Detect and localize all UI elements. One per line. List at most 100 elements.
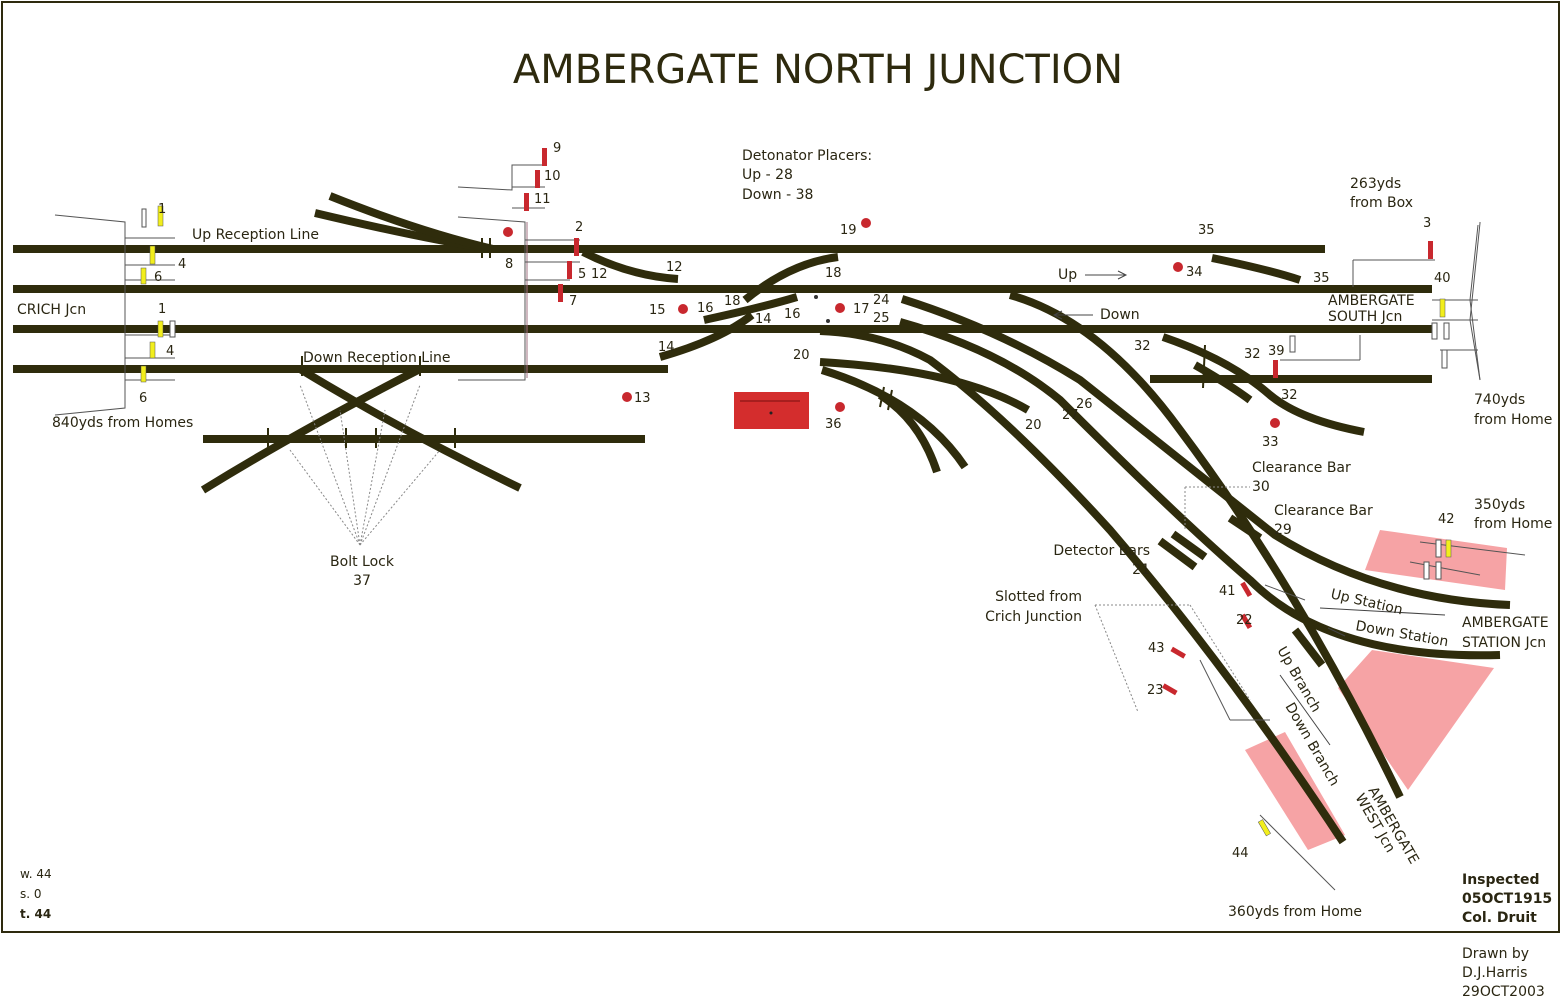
lever-number: 14 (658, 340, 675, 355)
lever-number: 6 (139, 391, 147, 406)
lever-number: 9 (553, 141, 561, 156)
lever-number: 16 (784, 307, 801, 322)
lever-number: 32 (1244, 347, 1261, 362)
lever-number: 44 (1232, 846, 1249, 861)
ambergate-station-label-1: AMBERGATE (1462, 615, 1549, 631)
lever-number: 1 (158, 302, 166, 317)
summary-s: s. 0 (20, 887, 42, 901)
distance-station-label-2: from Home (1474, 516, 1552, 532)
lever-number: 33 (1262, 435, 1279, 450)
lever-number: 35 (1313, 271, 1330, 286)
lever-number: 14 (755, 312, 772, 327)
lever-number: 8 (505, 257, 513, 272)
station-platform-upper (1365, 530, 1507, 590)
detonator-label-2: Up - 28 (742, 167, 793, 183)
lever-number: 20 (793, 348, 810, 363)
lever-number: 10 (544, 169, 561, 184)
clearance-bar-30-label-1: Clearance Bar (1252, 460, 1351, 476)
lever-number: 5 (578, 267, 586, 282)
detector-bars-label-1: Detector Bars (1053, 543, 1150, 559)
lever-number: 26 (1076, 397, 1093, 412)
lever-number: 20 (1025, 418, 1042, 433)
summary-w: w. 44 (20, 867, 52, 881)
station-platform-lower (1338, 650, 1494, 790)
lever-number: 27 (1062, 408, 1079, 423)
credit-line-3: 29OCT2003 (1462, 984, 1545, 998)
branch-platform (1245, 732, 1345, 850)
lever-number: 13 (634, 391, 651, 406)
lever-number: 1 (158, 202, 166, 217)
distance-box-label-2: from Box (1350, 195, 1413, 211)
bolt-lock-label-2: 37 (353, 573, 371, 589)
lever-numbers: 1 4 6 1 4 6 9 10 11 2 8 5 12 7 12 19 18 … (139, 141, 1455, 861)
signal-posts (54, 164, 1526, 891)
ambergate-south-label-2: SOUTH Jcn (1328, 309, 1402, 325)
lever-number: 18 (825, 266, 842, 281)
lever-number: 3 (1423, 216, 1431, 231)
distance-west-label: 360yds from Home (1228, 904, 1362, 920)
lever-number: 2 (575, 220, 583, 235)
lever-number: 18 (724, 294, 741, 309)
lever-number: 19 (840, 223, 857, 238)
clearance-bar-29-label-2: 29 (1274, 522, 1292, 538)
lever-number: 32 (1134, 339, 1151, 354)
crich-junction-label: CRICH Jcn (17, 302, 86, 318)
signal-box (734, 392, 809, 429)
detector-bars-label-2: 21 (1132, 562, 1150, 578)
detonator-label-1: Detonator Placers: (742, 148, 872, 164)
inspection-line-2: 05OCT1915 (1462, 891, 1552, 907)
slotted-label-1: Slotted from (995, 589, 1082, 605)
lever-number: 25 (873, 311, 890, 326)
platforms (1245, 530, 1507, 850)
lever-number: 36 (825, 417, 842, 432)
lever-number: 7 (569, 294, 577, 309)
lever-number: 17 (853, 302, 870, 317)
distance-right-label-1: 740yds (1474, 392, 1525, 408)
lever-number: 15 (649, 303, 666, 318)
lever-number: 12 (591, 267, 608, 282)
lever-number: 34 (1186, 265, 1203, 280)
direction-arrows (1052, 270, 1446, 746)
clearance-bar-30-label-2: 30 (1252, 479, 1270, 495)
up-station-label: Up Station (1329, 586, 1404, 618)
lever-number: 24 (873, 293, 890, 308)
up-reception-label: Up Reception Line (192, 227, 319, 243)
lever-number: 11 (534, 192, 551, 207)
inspection-line-3: Col. Druit (1462, 910, 1537, 926)
lever-number: 32 (1281, 388, 1298, 403)
lever-number: 4 (178, 257, 186, 272)
lever-number: 6 (154, 270, 162, 285)
lever-number: 16 (697, 301, 714, 316)
lever-number: 43 (1148, 641, 1165, 656)
lever-number: 41 (1219, 584, 1236, 599)
lever-number: 35 (1198, 223, 1215, 238)
ambergate-station-label-2: STATION Jcn (1462, 635, 1546, 651)
lever-number: 22 (1236, 613, 1253, 628)
detonator-label-3: Down - 38 (742, 187, 813, 203)
credit-line-2: D.J.Harris (1462, 965, 1527, 981)
lever-number: 40 (1434, 271, 1451, 286)
footer: w. 44 s. 0 t. 44 Inspected 05OCT1915 Col… (20, 867, 1552, 998)
inspection-line-1: Inspected (1462, 872, 1540, 888)
signal-arms (140, 148, 1452, 837)
slotted-label-2: Crich Junction (985, 609, 1082, 625)
down-reception-label: Down Reception Line (303, 350, 450, 366)
lever-number: 4 (166, 344, 174, 359)
lever-number: 42 (1438, 512, 1455, 527)
distance-station-label-1: 350yds (1474, 497, 1525, 513)
down-label: Down (1100, 307, 1140, 323)
diagram-border (1, 1, 1560, 933)
lever-number: 39 (1268, 344, 1285, 359)
page-title: AMBERGATE NORTH JUNCTION (513, 47, 1123, 93)
tracks (13, 192, 1511, 845)
credit-line-1: Drawn by (1462, 946, 1529, 962)
lever-number: 23 (1147, 683, 1164, 698)
distance-left-label: 840yds from Homes (52, 415, 193, 431)
distance-box-label-1: 263yds (1350, 176, 1401, 192)
clearance-bar-29-label-1: Clearance Bar (1274, 503, 1373, 519)
ground-signals (503, 218, 1280, 428)
ambergate-south-label-1: AMBERGATE (1328, 293, 1415, 309)
bolt-lock-label-1: Bolt Lock (330, 554, 395, 570)
bolt-lock-lines (267, 238, 1251, 713)
